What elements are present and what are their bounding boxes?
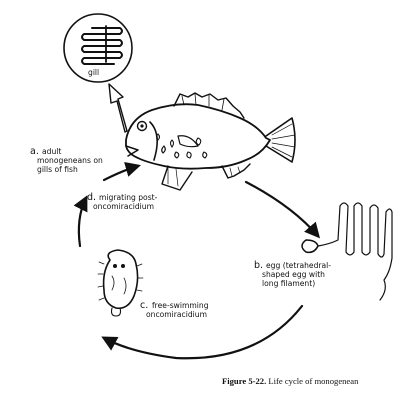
label-stage-a: a. adult monogeneans on gills of fish — [30, 146, 103, 174]
fish-illustration — [125, 92, 296, 191]
cycle-arrow-egg-to-larva — [101, 304, 304, 360]
stage-a-line-1: adult — [42, 147, 61, 156]
stage-c-line-2: oncomiracidium — [146, 310, 207, 319]
figure-number: Figure 5-22. — [222, 376, 267, 386]
oncomiracidium-illustration — [97, 249, 144, 317]
stage-b-line-1: egg (tetrahedral- — [266, 261, 331, 270]
egg-illustration — [301, 202, 393, 301]
label-stage-c: c. free-swimming oncomiracidium — [140, 300, 209, 319]
label-stage-d: d. migrating post- oncomiracidium — [87, 192, 158, 211]
gill-label: gill — [88, 68, 99, 77]
stage-b-letter: b. — [254, 260, 263, 271]
gill-filament — [81, 27, 123, 65]
stage-b-line-2: shaped egg with — [262, 270, 325, 279]
life-cycle-diagram: gill — [30, 13, 393, 360]
cycle-arrow-fish-to-egg — [244, 180, 321, 239]
figure-caption: Figure 5-22. Life cycle of monogenean — [222, 376, 412, 386]
stage-c-letter: c. — [140, 300, 148, 311]
stage-d-line-2: oncomiracidium — [93, 202, 154, 211]
stage-c-line-1: free-swimming — [152, 301, 209, 310]
magnify-arrow — [108, 83, 128, 133]
stage-b-line-3: long filament) — [262, 279, 315, 288]
stage-d-letter: d. — [87, 192, 96, 203]
stage-a-line-2: monogeneans on — [37, 156, 103, 165]
figure-title: Life cycle of monogenean — [268, 376, 359, 386]
gill-inset: gill — [63, 13, 133, 83]
cycle-arrow-larva-to-postlarva — [73, 195, 88, 248]
stage-d-line-1: migrating post- — [99, 193, 158, 202]
stage-a-letter: a. — [30, 146, 39, 157]
cycle-arrow-to-fish-gill — [102, 161, 141, 182]
label-stage-b: b. egg (tetrahedral- shaped egg with lon… — [254, 260, 331, 288]
stage-a-line-3: gills of fish — [37, 165, 78, 174]
